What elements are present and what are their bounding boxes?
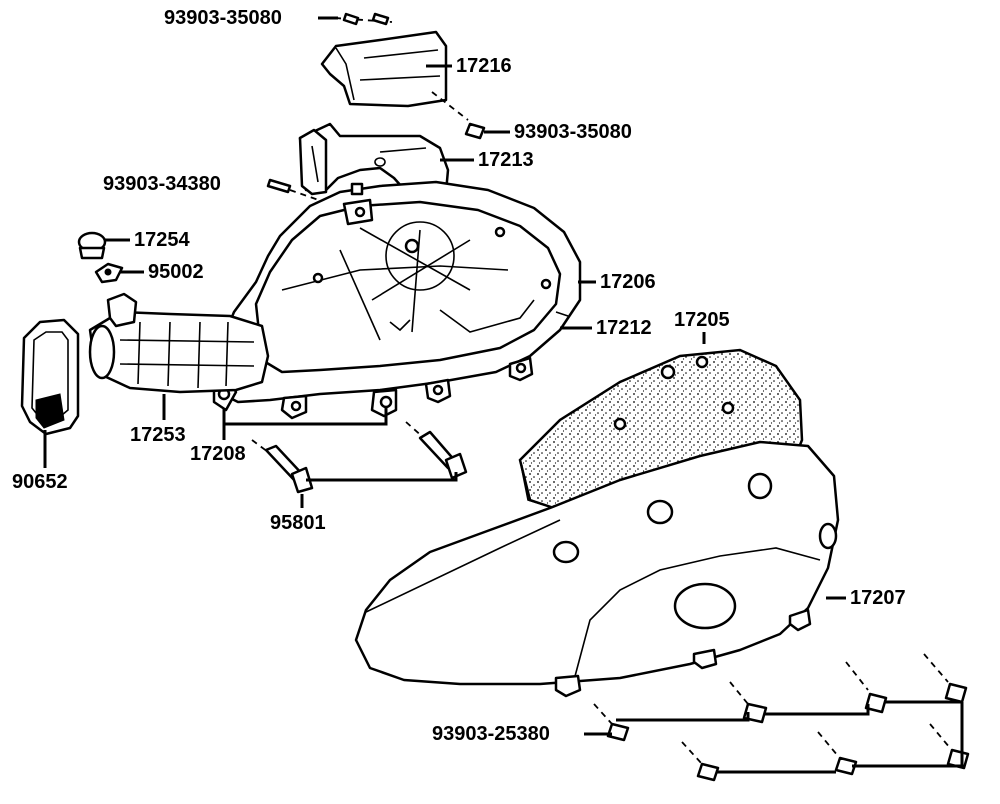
label-93903-35080-top: 93903-35080 [164,7,282,29]
label-17254: 17254 [134,229,190,251]
air-cleaner-case-17206 [212,180,596,420]
bolts-95801 [251,421,468,508]
screw-93903-35080-top [318,12,393,26]
label-93903-25380: 93903-25380 [432,723,550,745]
label-17205: 17205 [674,309,730,331]
label-90652: 90652 [12,471,68,493]
label-17206: 17206 [600,271,656,293]
label-17207: 17207 [850,587,906,609]
screw-93903-35080-mid [431,91,510,140]
clip-95002 [94,262,144,284]
cap-17254 [77,231,130,260]
gasket-17212 [555,311,592,330]
label-17208: 17208 [190,443,246,465]
label-95801: 95801 [270,512,326,534]
cover-17207 [354,440,846,698]
bolt-leader-17208 [222,408,388,440]
label-17212: 17212 [596,317,652,339]
screws-93903-25380 [584,653,970,782]
label-17213: 17213 [478,149,534,171]
label-93903-35080-mid: 93903-35080 [514,121,632,143]
label-17216: 17216 [456,55,512,77]
clamp-90652 [20,318,80,468]
label-93903-34380: 93903-34380 [103,173,221,195]
connecting-tube-17253 [88,292,270,420]
duct-cover-17216 [320,30,452,108]
label-17253: 17253 [130,424,186,446]
label-95002: 95002 [148,261,204,283]
inlet-duct-17213 [298,122,474,198]
